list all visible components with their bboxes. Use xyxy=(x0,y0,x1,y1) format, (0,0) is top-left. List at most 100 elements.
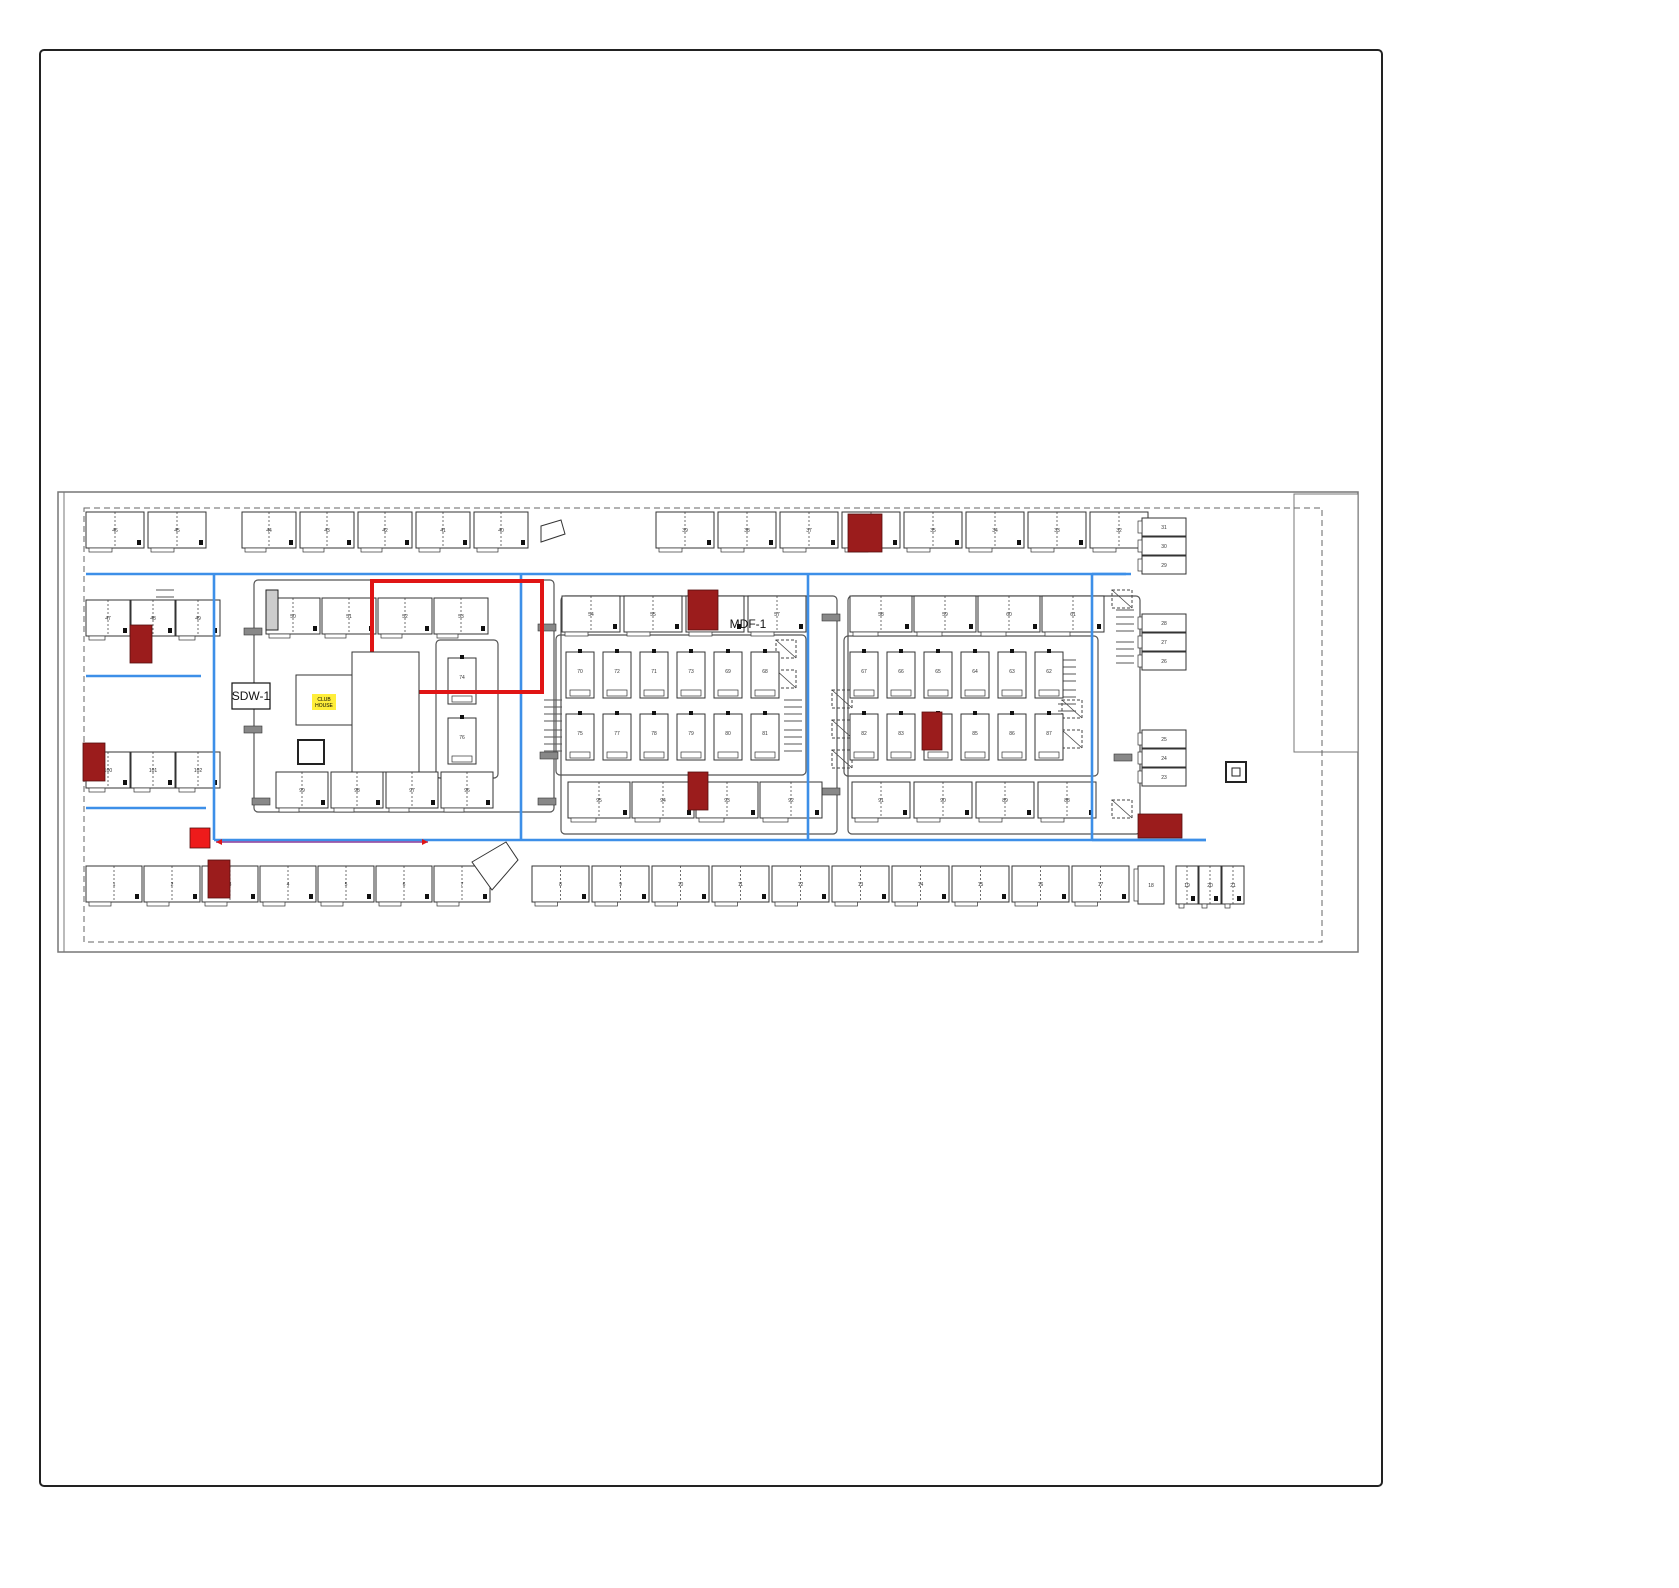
unit-number: 72 xyxy=(614,669,620,675)
unit-garage xyxy=(968,547,993,553)
unit-number: 97 xyxy=(409,788,415,794)
unit-meter xyxy=(702,894,706,899)
unit-garage xyxy=(852,631,879,637)
unit-number: 50 xyxy=(290,614,296,620)
unit-number: 1 xyxy=(113,882,116,888)
clubhouse-wing xyxy=(351,651,420,773)
unit-meter xyxy=(652,711,656,715)
unit-garage xyxy=(388,807,410,813)
parking-stall-cross xyxy=(831,749,853,769)
unit-number: 73 xyxy=(688,669,694,675)
unit-garage xyxy=(244,547,267,553)
property-line xyxy=(83,507,1323,943)
unit-number: 39 xyxy=(682,528,688,534)
unit-number: 87 xyxy=(1046,731,1052,737)
right-col-unit: 26 xyxy=(1137,651,1187,671)
unit-meter xyxy=(942,894,946,899)
unit-number: 76 xyxy=(459,735,465,741)
gate-hatch xyxy=(537,797,557,806)
unit-garage xyxy=(1137,539,1143,553)
unit-number: 26 xyxy=(1161,659,1167,665)
block-b-bottom-unit: 92 xyxy=(759,781,823,823)
unit-number: 19 xyxy=(1184,883,1190,889)
unit-garage xyxy=(980,631,1007,637)
unit-garage xyxy=(1133,868,1139,902)
mdf-label: MDF-1 xyxy=(730,617,767,631)
unit-number: 85 xyxy=(972,731,978,737)
unit-number: 91 xyxy=(878,798,884,804)
unit-number: 9 xyxy=(619,882,622,888)
unit-meter xyxy=(321,800,325,805)
equipment-marker xyxy=(687,771,709,811)
block-a-bottom-unit: 97 xyxy=(385,771,439,813)
unit-number: 61 xyxy=(1070,612,1076,618)
unit-garage xyxy=(1137,770,1143,784)
block-c-row1-unit: 63 xyxy=(997,649,1027,699)
unit-garage xyxy=(1137,520,1143,534)
gate-hatch xyxy=(243,627,263,636)
clubhouse-label-line1: CLUB xyxy=(317,697,331,703)
block-c-top-unit: 61 xyxy=(1041,595,1105,637)
unit-number: 74 xyxy=(459,675,465,681)
unit-garage xyxy=(954,901,978,907)
unit-meter xyxy=(1062,894,1066,899)
block-c-row1-unit: 62 xyxy=(1034,649,1064,699)
unit-meter xyxy=(1097,624,1101,629)
unit-garage xyxy=(698,817,725,823)
unit-number: 64 xyxy=(972,669,978,675)
bottom-row-unit: 1 xyxy=(85,865,143,907)
unit-number: 47 xyxy=(105,616,111,622)
unit-meter xyxy=(615,711,619,715)
unit-garage xyxy=(570,817,597,823)
unit-meter xyxy=(623,810,627,815)
clubhouse-label-line2: HOUSE xyxy=(315,703,333,709)
unit-garage xyxy=(688,631,713,637)
unit-number: 51 xyxy=(346,614,352,620)
top-row-unit: 44 xyxy=(241,511,297,553)
unit-garage xyxy=(1044,631,1071,637)
parking-stall-cross xyxy=(831,719,853,739)
bottom-row-unit: 2 xyxy=(143,865,201,907)
unit-number: 33 xyxy=(1054,528,1060,534)
unit-garage xyxy=(443,807,465,813)
unit-meter xyxy=(726,711,730,715)
unit-meter xyxy=(1010,649,1014,653)
entry-structure xyxy=(540,519,566,543)
bottom-right-unit: 19 xyxy=(1175,865,1199,909)
bottom-row-unit: 8 xyxy=(531,865,590,907)
unit-garage xyxy=(1201,903,1208,909)
unit-meter xyxy=(955,540,959,545)
block-c-bottom-unit: 88 xyxy=(1037,781,1097,823)
unit-number: 81 xyxy=(762,731,768,737)
unit-number: 49 xyxy=(195,616,201,622)
unit-meter xyxy=(642,894,646,899)
unit-meter xyxy=(521,540,525,545)
block-c-row1-unit: 65 xyxy=(923,649,953,699)
unit-garage xyxy=(88,787,106,793)
unit-meter xyxy=(615,649,619,653)
equipment-marker xyxy=(207,859,231,899)
unit-number: 41 xyxy=(440,528,446,534)
block-c-row1-unit: 66 xyxy=(886,649,916,699)
unit-garage xyxy=(451,755,473,763)
unit-garage xyxy=(1038,689,1060,697)
unit-number: 43 xyxy=(324,528,330,534)
block-b-row1-unit: 70 xyxy=(565,649,595,699)
block-b-row2-unit: 79 xyxy=(676,711,706,761)
block-c-top-unit: 60 xyxy=(977,595,1041,637)
unit-garage xyxy=(750,631,775,637)
unit-garage xyxy=(1137,616,1143,630)
bottom-row-unit: 10 xyxy=(651,865,710,907)
unit-garage xyxy=(643,689,665,697)
unit-meter xyxy=(899,649,903,653)
equipment-marker xyxy=(82,742,106,782)
unit-meter xyxy=(936,649,940,653)
unit-garage xyxy=(320,901,344,907)
bottom-right-unit: 21 xyxy=(1221,865,1245,909)
unit-number: 35 xyxy=(930,528,936,534)
unit-outline xyxy=(1137,865,1165,905)
unit-number: 99 xyxy=(299,788,305,794)
unit-garage xyxy=(658,547,683,553)
top-row-unit: 42 xyxy=(357,511,413,553)
unit-meter xyxy=(831,540,835,545)
